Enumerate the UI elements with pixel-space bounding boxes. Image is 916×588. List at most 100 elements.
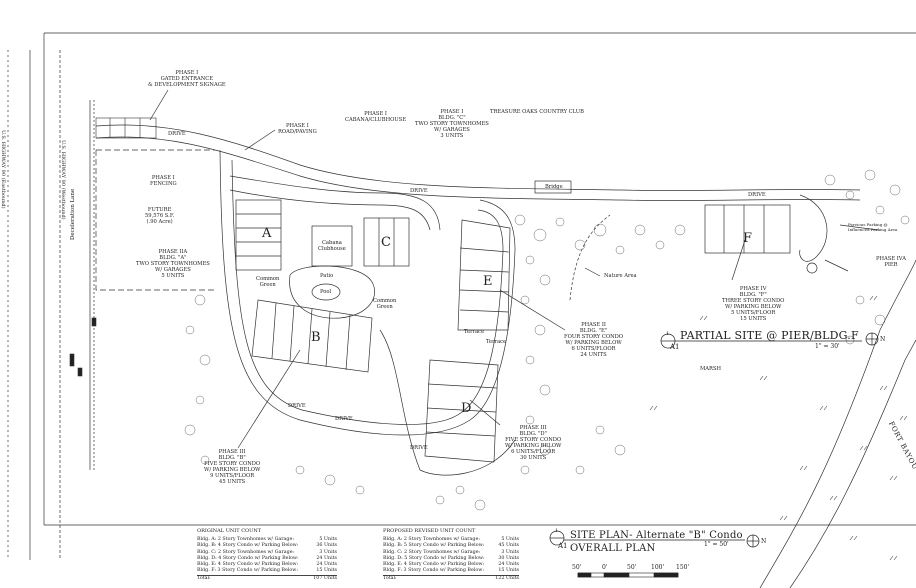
phase2a-line-4: W/ GARAGES — [155, 267, 191, 273]
original-row-4: Bldg. E: 4 Story Condo w/ Parking Below:… — [197, 562, 337, 568]
phase3-d-label: PHASE III BLDG. "D" FIVE STORY CONDO W/ … — [505, 425, 561, 461]
proposed-row-3: Bldg. D: 5 Story Condo w/ Parking Below:… — [383, 556, 519, 562]
phase1-entrance-line-2: GATED ENTRANCE — [160, 76, 214, 82]
building-f-outline — [704, 204, 791, 254]
cabana-line-1: Cabana — [321, 240, 342, 246]
building-a-outline — [235, 199, 282, 271]
bridge-label: Bridge — [545, 184, 563, 190]
pool-label: Pool — [320, 289, 332, 295]
future-line-3: (.90 Acre) — [146, 219, 173, 225]
original-row-1-label: Bldg. B: 4 Story Condo w/ Parking Below: — [197, 543, 299, 549]
common-green-2-line-2: Green — [376, 304, 393, 310]
phase3-d-line-4: W/ PARKING BELOW — [505, 443, 562, 449]
proposed-row-0: Bldg. A: 2 Story Townhomes w/ Garage:5 U… — [383, 537, 519, 543]
tree-clusters — [184, 169, 910, 511]
phase3-b-line-6: 45 UNITS — [219, 479, 246, 485]
cabana-line-2: Clubhouse — [318, 246, 346, 252]
original-row-5-value: 15 Units — [316, 568, 337, 574]
phase4-f-line-1: PHASE IV — [739, 286, 767, 292]
phase4-f-line-5: 5 UNITS/FLOOR — [731, 310, 776, 316]
cabana-clubhouse-label: Cabana Clubhouse — [318, 240, 346, 252]
building-f-letter: F — [743, 231, 753, 246]
marsh-symbols — [649, 295, 908, 561]
proposed-row-2-label: Bldg. C: 2 Story Townhomes w/ Garage: — [383, 549, 481, 555]
proposed-row-2: Bldg. C: 2 Story Townhomes w/ Garage: 3 U… — [383, 550, 519, 556]
original-row-2-label: Bldg. C: 2 Story Townhomes w/ Garage: — [197, 549, 295, 555]
terrace-2-label: Terrace — [486, 339, 507, 345]
phase4-f-line-4: W/ PARKING BELOW — [725, 304, 782, 310]
partial-sheet-ref: A1 — [670, 343, 680, 351]
drive-mid-label: DRIVE — [410, 188, 428, 194]
original-row-1-value: 36 Units — [316, 543, 337, 549]
phase4-f-line-2: BLDG. "F" — [739, 292, 767, 298]
phase1-road-line-1: PHASE I — [285, 123, 309, 129]
proposed-row-1: Bldg. B: 5 Story Condo w/ Parking Below:… — [383, 543, 519, 549]
original-row-2-value: 3 Units — [319, 549, 337, 555]
pervious-line-2: Influenced Parking Area — [848, 227, 898, 232]
proposed-row-4-label: Bldg. E: 4 Story Condo w/ Parking Below: — [383, 562, 485, 568]
original-row-0: Bldg. A: 2 Story Townhomes w/ Garage:5 U… — [197, 537, 337, 543]
phase2-e-line-3: FOUR STORY CONDO — [564, 334, 624, 340]
phase2a-line-3: TWO STORY TOWNHOMES — [136, 261, 210, 267]
phase3-d-line-5: 6 UNITS/FLOOR — [511, 449, 556, 455]
site-plan-sheet-ref: A1 — [558, 542, 568, 550]
terrace-1-label: Terrace — [464, 329, 485, 335]
phase4a-line-1: PHASE IVA — [876, 256, 906, 262]
original-row-4-value: 24 Units — [316, 562, 337, 568]
original-row-5-label: Bldg. F: 3 Story Condo w/ Parking Below: — [197, 568, 298, 574]
pervious-parking-label: Pervious Parking @ Influenced Parking Ar… — [848, 222, 897, 232]
proposed-row-5: Bldg. F: 3 Story Condo w/ Parking Below:… — [383, 568, 519, 574]
phase3-b-line-1: PHASE III — [218, 449, 246, 455]
scale-bar-label-3: 100' — [651, 564, 665, 571]
original-row-4-label: Bldg. E: 4 Story Condo w/ Parking Below: — [197, 562, 299, 568]
scale-bar-label-0: 50' — [572, 564, 582, 571]
phase2-e-line-2: BLDG. "E" — [579, 328, 608, 334]
nature-area-label: Nature Area — [604, 273, 637, 279]
original-row-3-label: Bldg. D: 4 Story Condo w/ Parking Below: — [197, 555, 299, 561]
phase1-cabana-line-1: PHASE I — [364, 111, 387, 117]
phase3-b-line-3: FIVE STORY CONDO — [204, 461, 261, 467]
original-row-5: Bldg. F: 3 Story Condo w/ Parking Below:… — [197, 568, 337, 574]
phase1-fencing-line-1: PHASE I — [151, 175, 175, 181]
proposed-total-label: Total: — [383, 576, 397, 582]
building-a-letter: A — [262, 226, 272, 241]
proposed-row-5-label: Bldg. F: 3 Story Condo w/ Parking Below: — [383, 568, 484, 574]
phase4a-line-2: PIER — [884, 262, 898, 268]
original-row-2: Bldg. C: 2 Story Townhomes w/ Garage: 3 U… — [197, 550, 337, 556]
phase1-entrance-label: PHASE I GATED ENTRANCE & DEVELOPMENT SIG… — [148, 70, 226, 88]
future-line-1: FUTURE — [147, 207, 172, 213]
phase1-bldg-c-line-5: 3 UNITS — [440, 133, 464, 139]
phase1-road-line-2: ROAD/PAVING — [278, 129, 317, 135]
common-green-1-label: Common Green — [256, 276, 279, 288]
treasure-oaks-label: TREASURE OAKS COUNTRY CLUB — [490, 109, 584, 115]
phase2a-line-1: PHASE IIA — [158, 249, 188, 255]
site-plan-detail-number: 1 — [555, 528, 559, 534]
proposed-row-4-value: 24 Units — [498, 562, 519, 568]
proposed-unit-count-heading: PROPOSED REVISED UNIT COUNT — [383, 528, 476, 534]
site-plan-title: SITE PLAN- Alternate "B" Condo — [570, 530, 743, 541]
common-green-2-label: Common Green — [373, 298, 396, 310]
common-green-2-line-1: Common — [373, 298, 397, 304]
drive-right-label: DRIVE — [748, 192, 766, 198]
proposed-row-2-value: 3 Units — [501, 549, 519, 555]
phase2a-line-5: 5 UNITS — [161, 273, 185, 279]
phase2a-label: PHASE IIA BLDG. "A" TWO STORY TOWNHOMES … — [136, 249, 210, 279]
proposed-row-0-label: Bldg. A: 2 Story Townhomes w/ Garage: — [383, 537, 480, 543]
original-row-3: Bldg. D: 4 Story Condo w/ Parking Below:… — [197, 556, 337, 562]
scale-bar — [577, 572, 679, 578]
phase3-d-line-3: FIVE STORY CONDO — [505, 437, 562, 443]
phase2-e-line-6: 24 UNITS — [580, 352, 607, 358]
original-unit-count-table: ORIGINAL UNIT COUNT Bldg. A: 2 Story Tow… — [197, 528, 337, 583]
drive-lower-2-label: DRIVE — [335, 416, 353, 422]
drive-lower-1-label: DRIVE — [288, 403, 306, 409]
future-line-2: 59,576 S.F. — [145, 213, 175, 219]
patio-label: Patio — [320, 273, 334, 279]
building-d-outline — [424, 359, 499, 463]
scale-bar-label-1: 0' — [602, 564, 608, 571]
phase4-f-line-3: THREE STORY CONDO — [722, 298, 785, 304]
drive-lower-3-label: DRIVE — [410, 445, 428, 451]
partial-north-letter: N — [880, 336, 886, 343]
building-b-letter: B — [311, 330, 321, 345]
